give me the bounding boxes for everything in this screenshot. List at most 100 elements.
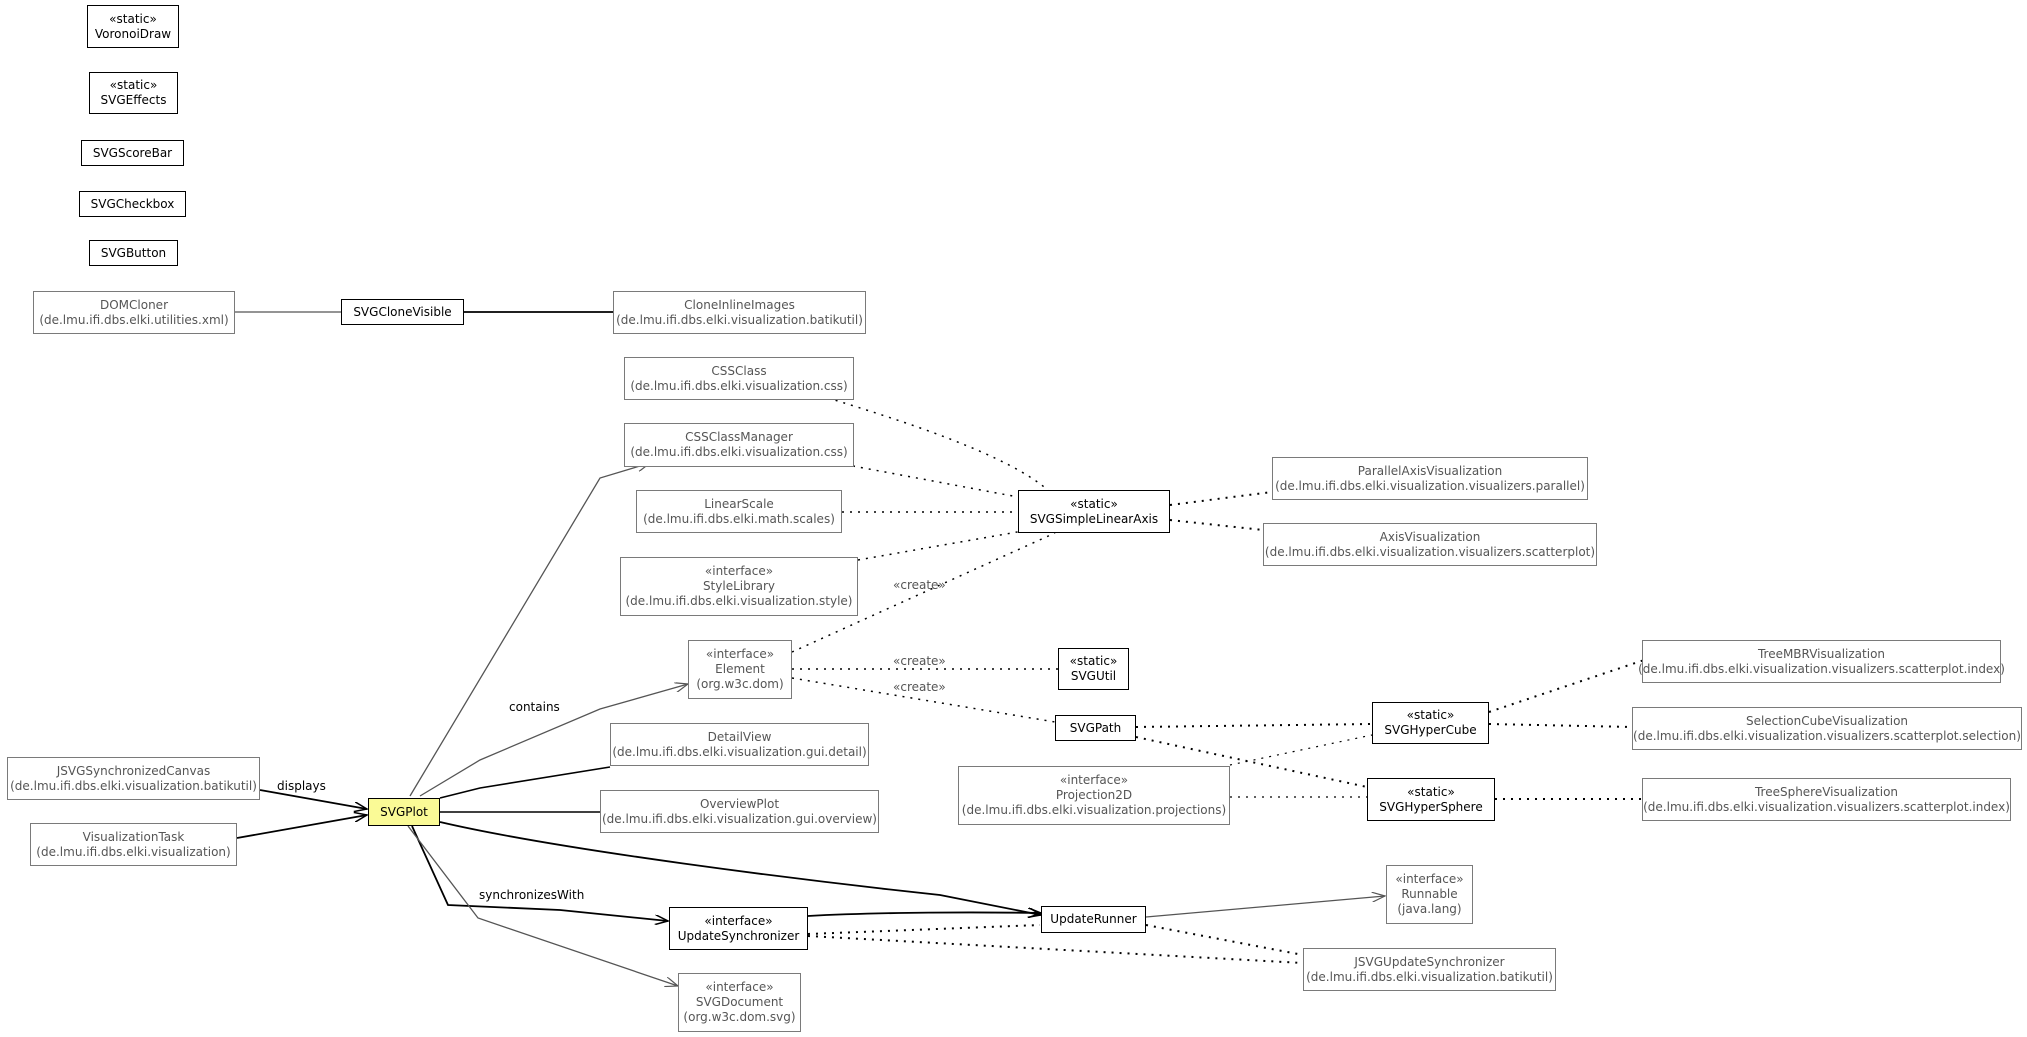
edge-jsvgcanvas-svgplot <box>259 789 367 809</box>
class-jsvgsynchronizedcanvas[interactable]: JSVGSynchronizedCanvas (de.lmu.ifi.dbs.e… <box>7 757 260 800</box>
class-name: SVGUtil <box>1070 669 1117 683</box>
class-visualizationtask[interactable]: VisualizationTask (de.lmu.ifi.dbs.elki.v… <box>30 823 237 866</box>
package-name: (org.w3c.dom) <box>696 677 784 691</box>
class-name: StyleLibrary <box>702 579 776 593</box>
class-svghypercube[interactable]: «static» SVGHyperCube <box>1372 702 1489 744</box>
class-name: SelectionCubeVisualization <box>1745 713 1909 728</box>
class-svghypersphere[interactable]: «static» SVGHyperSphere <box>1367 778 1495 821</box>
edge-hypercube-selectioncube <box>1488 723 1633 728</box>
class-voronoidraw[interactable]: «static» VoronoiDraw <box>87 5 179 48</box>
stereotype-label: «interface» <box>1395 872 1464 886</box>
stereotype-label: «static» <box>109 11 157 26</box>
class-updaterunner[interactable]: UpdateRunner <box>1041 906 1146 933</box>
class-name: CSSClassManager <box>685 430 793 444</box>
class-name: SVGScoreBar <box>92 145 173 160</box>
class-name: SVGPlot <box>380 804 428 819</box>
edge-label-create: «create» <box>893 680 946 694</box>
class-name: SVGDocument <box>695 995 784 1009</box>
stereotype-label: «interface» <box>704 564 774 578</box>
package-name: (de.lmu.ifi.dbs.elki.math.scales) <box>643 511 835 526</box>
class-svgplot[interactable]: SVGPlot <box>368 798 440 826</box>
edge-svgplot-updatesync <box>411 825 668 921</box>
interface-runnable[interactable]: «interface» Runnable (java.lang) <box>1386 865 1473 924</box>
package-name: (de.lmu.ifi.dbs.elki.visualization.batik… <box>1306 969 1553 984</box>
package-name: (de.lmu.ifi.dbs.elki.visualization.proje… <box>961 803 1227 817</box>
class-name: SVGPath <box>1069 720 1122 735</box>
stereotype-label: «interface» <box>704 913 773 928</box>
class-linearscale[interactable]: LinearScale (de.lmu.ifi.dbs.elki.math.sc… <box>636 490 842 533</box>
package-name: (de.lmu.ifi.dbs.elki.visualization.visua… <box>1633 728 2021 743</box>
class-svgeffects[interactable]: «static» SVGEffects <box>89 72 178 114</box>
class-svgbutton[interactable]: SVGButton <box>89 240 178 266</box>
class-svgscorebar[interactable]: SVGScoreBar <box>81 140 184 166</box>
stereotype-label: «static» <box>1069 654 1118 668</box>
edge-label-create: «create» <box>893 578 946 592</box>
edge-updatesync-jsvgupdatesync <box>807 935 1304 964</box>
class-name: UpdateSynchronizer <box>677 928 800 943</box>
stereotype-label: «static» <box>1070 496 1118 511</box>
interface-updatesynchronizer[interactable]: «interface» UpdateSynchronizer <box>669 907 808 950</box>
class-detailview[interactable]: DetailView (de.lmu.ifi.dbs.elki.visualiz… <box>610 723 869 766</box>
class-svgutil[interactable]: «static» SVGUtil <box>1058 648 1129 690</box>
class-name: VoronoiDraw <box>94 26 172 41</box>
edge-svgplot-updaterunner <box>439 821 1041 915</box>
interface-projection2d[interactable]: «interface» Projection2D (de.lmu.ifi.dbs… <box>958 766 1230 825</box>
edge-axis-axisvis <box>1169 519 1264 531</box>
class-svgclonevisible[interactable]: SVGCloneVisible <box>341 299 464 325</box>
class-overviewplot[interactable]: OverviewPlot (de.lmu.ifi.dbs.elki.visual… <box>600 790 879 833</box>
class-parallelaxisvisualization[interactable]: ParallelAxisVisualization (de.lmu.ifi.db… <box>1272 457 1588 500</box>
class-name: SVGCloneVisible <box>353 304 452 319</box>
class-name: LinearScale <box>704 496 774 511</box>
class-name: SVGEffects <box>100 93 167 107</box>
edge-svgplot-detailview <box>439 766 611 799</box>
edge-label-synchronizes-with: synchronizesWith <box>479 888 585 902</box>
class-name: DOMCloner <box>99 297 168 312</box>
edge-cssclass-axis <box>827 397 1051 493</box>
package-name: (org.w3c.dom.svg) <box>683 1010 796 1024</box>
class-treespherevisualization[interactable]: TreeSphereVisualization (de.lmu.ifi.dbs.… <box>1642 778 2011 821</box>
package-name: (de.lmu.ifi.dbs.elki.visualization.batik… <box>10 778 257 793</box>
class-name: SVGSimpleLinearAxis <box>1029 511 1159 526</box>
class-domcloner[interactable]: DOMCloner (de.lmu.ifi.dbs.elki.utilities… <box>33 291 235 334</box>
class-name: SVGButton <box>100 245 167 260</box>
package-name: (de.lmu.ifi.dbs.elki.visualization.gui.d… <box>612 744 867 759</box>
package-name: (de.lmu.ifi.dbs.elki.visualization.visua… <box>1638 661 2005 676</box>
package-name: (de.lmu.ifi.dbs.elki.visualization.visua… <box>1264 544 1596 559</box>
class-name: TreeSphereVisualization <box>1754 784 1899 799</box>
edge-svgplot-svgdocument <box>407 825 678 986</box>
interface-svgdocument[interactable]: «interface» SVGDocument (org.w3c.dom.svg… <box>678 973 801 1032</box>
class-treembrvisualization[interactable]: TreeMBRVisualization (de.lmu.ifi.dbs.elk… <box>1638 640 2005 683</box>
edge-svgplot-element <box>419 684 688 797</box>
class-name: JSVGSynchronizedCanvas <box>56 763 211 778</box>
edge-hypercube-treembr <box>1488 647 1681 713</box>
class-selectioncubevisualization[interactable]: SelectionCubeVisualization (de.lmu.ifi.d… <box>1632 707 2022 750</box>
class-svgcheckbox[interactable]: SVGCheckbox <box>79 191 186 217</box>
package-name: (de.lmu.ifi.dbs.elki.visualization.visua… <box>1275 478 1585 493</box>
class-svgpath[interactable]: SVGPath <box>1055 715 1136 741</box>
edge-vistask-svgplot <box>236 815 367 839</box>
edge-svgpath-hypercube <box>1135 723 1373 728</box>
edge-svgplot-cssclassmanager <box>409 463 650 797</box>
class-name: Runnable <box>1401 887 1458 901</box>
package-name: (de.lmu.ifi.dbs.elki.visualization.css) <box>630 445 848 459</box>
interface-element[interactable]: «interface» Element (org.w3c.dom) <box>688 640 792 699</box>
class-cssclassmanager[interactable]: CSSClassManager (de.lmu.ifi.dbs.elki.vis… <box>624 423 854 467</box>
edge-updaterunner-runnable <box>1145 896 1385 918</box>
edge-axis-parallel <box>1169 491 1273 506</box>
class-name: AxisVisualization <box>1379 529 1481 544</box>
class-name: JSVGUpdateSynchronizer <box>1354 954 1505 969</box>
package-name: (de.lmu.ifi.dbs.elki.visualization.css) <box>630 378 848 393</box>
edge-cssclassmanager-axis <box>852 465 1019 498</box>
package-name: (de.lmu.ifi.dbs.elki.visualization.visua… <box>1643 799 2010 814</box>
interface-stylelibrary[interactable]: «interface» StyleLibrary (de.lmu.ifi.dbs… <box>620 557 858 616</box>
stereotype-label: «static» <box>1406 708 1455 722</box>
edge-element-axis <box>791 532 1056 653</box>
class-axisvisualization[interactable]: AxisVisualization (de.lmu.ifi.dbs.elki.v… <box>1263 523 1597 566</box>
class-svgsimplelinearaxis[interactable]: «static» SVGSimpleLinearAxis <box>1018 490 1170 533</box>
stereotype-label: «interface» <box>1059 773 1129 787</box>
class-cssclass[interactable]: CSSClass (de.lmu.ifi.dbs.elki.visualizat… <box>624 357 854 400</box>
class-name: SVGHyperCube <box>1384 723 1477 737</box>
class-cloneinlineimages[interactable]: CloneInlineImages (de.lmu.ifi.dbs.elki.v… <box>613 291 866 334</box>
class-jsvgupdatesynchronizer[interactable]: JSVGUpdateSynchronizer (de.lmu.ifi.dbs.e… <box>1303 948 1556 991</box>
